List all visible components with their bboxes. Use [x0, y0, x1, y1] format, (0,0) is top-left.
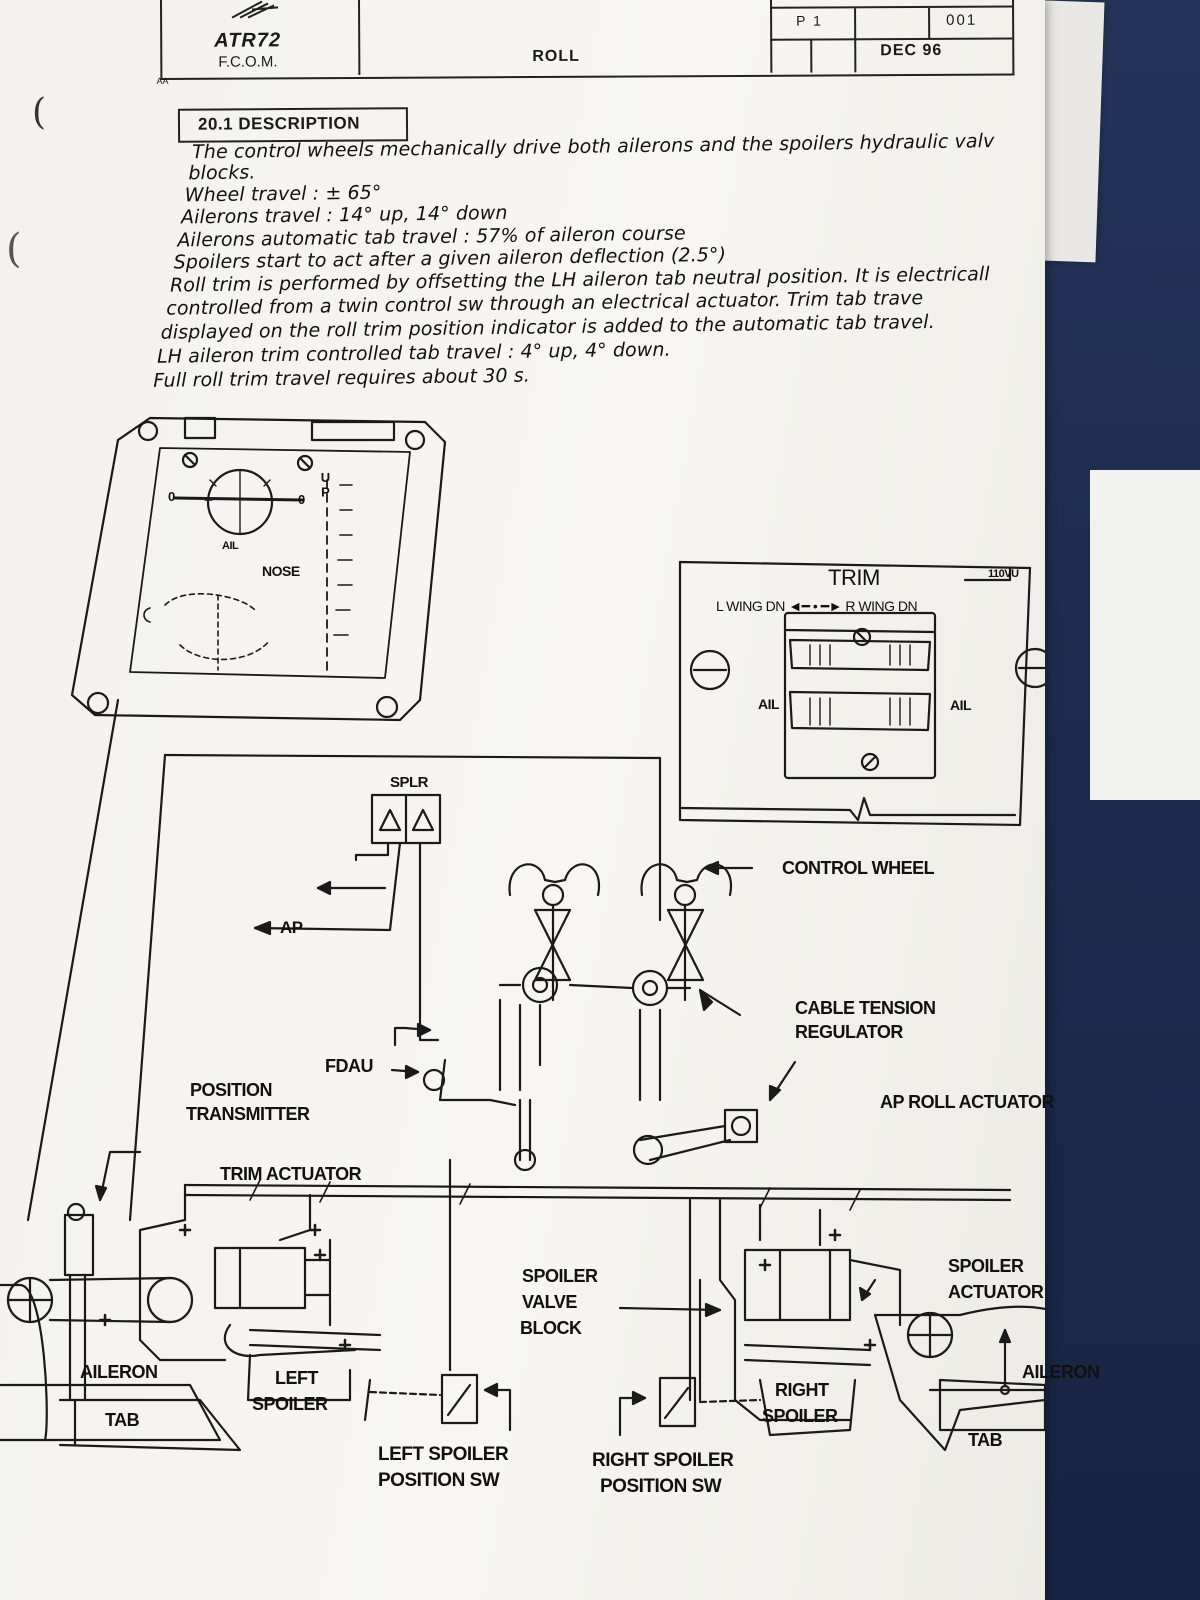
trim-ail-right: AIL	[950, 697, 972, 713]
indicator-zero-left: 0	[168, 489, 175, 504]
left-spoiler-sw-label-1: LEFT SPOILER	[378, 1444, 509, 1465]
blue-backdrop	[1040, 0, 1200, 1600]
trim-direction-legend: L WING DN ◄━ • ━► R WING DN	[716, 598, 918, 614]
header-meta-row-2: DEC 96	[770, 38, 1012, 73]
roll-control-diagram: 0 0 AIL NOSE UP TRIM 110VU L WING DN ◄━ …	[0, 400, 1100, 1600]
spoiler-valve-label-3: BLOCK	[520, 1318, 582, 1338]
left-tab-label: TAB	[105, 1410, 140, 1430]
desc-line: Ailerons travel : 14° up, 14° down	[180, 201, 508, 229]
left-spoiler-label-1: LEFT	[275, 1368, 319, 1388]
page-label-cell: P 1	[770, 8, 857, 39]
spoiler-actuator-label-2: ACTUATOR	[948, 1282, 1044, 1302]
control-wheel-left	[508, 863, 601, 897]
desc-line: blocks.	[188, 161, 256, 185]
right-spoiler-label-1: RIGHT	[775, 1380, 829, 1400]
left-aileron-label: AILERON	[80, 1362, 158, 1382]
cable-tension-label: CABLE TENSION	[795, 998, 936, 1018]
indicator-panel-outline	[70, 416, 447, 722]
trim-panel-code: 110VU	[988, 568, 1019, 580]
position-label: POSITION	[190, 1080, 273, 1100]
underlying-sheet-lower	[1090, 470, 1200, 800]
desc-line: Wheel travel : ± 65°	[184, 181, 382, 207]
right-spoiler-label-2: SPOILER	[762, 1406, 838, 1426]
schematic-lines	[0, 416, 1045, 1452]
margin-mark: (	[6, 226, 22, 272]
control-wheel-label: CONTROL WHEEL	[782, 858, 935, 878]
manual-page: ATR72 F.C.O.M. AA ROLL P 1 001 DEC 96	[0, 0, 1100, 1600]
section-heading-box: 20.1 DESCRIPTION	[177, 107, 409, 143]
header-meta-row-1: P 1 001	[770, 5, 1013, 41]
page-number: 001	[946, 11, 978, 29]
ap-label: AP	[280, 918, 303, 937]
right-tab-label: TAB	[968, 1430, 1003, 1450]
spoiler-valve-label-2: VALVE	[522, 1292, 577, 1312]
header-logo-cell: ATR72 F.C.O.M. AA	[156, 0, 361, 86]
splr-label: SPLR	[390, 774, 429, 791]
header-meta-cell: P 1 001 DEC 96	[770, 0, 1013, 73]
indicator-zero-right: 0	[298, 492, 305, 507]
right-aileron-label: AILERON	[1022, 1362, 1100, 1382]
desc-line: LH aileron trim controlled tab travel : …	[156, 338, 671, 368]
ap-roll-actuator-label: AP ROLL ACTUATOR	[880, 1092, 1055, 1112]
indicator-ail-label: AIL	[222, 540, 239, 552]
trim-panel-outline	[678, 560, 1032, 827]
trim-actuator-label: TRIM ACTUATOR	[220, 1164, 362, 1184]
blank-cell	[810, 38, 857, 73]
spoiler-valve-label-1: SPOILER	[522, 1266, 598, 1286]
logo-name: ATR72	[214, 29, 282, 52]
left-spoiler-label-2: SPOILER	[252, 1394, 328, 1414]
desc-line: Full roll trim travel requires about 30 …	[153, 364, 531, 392]
indicator-cable-left	[26, 698, 120, 1222]
regulator-label: REGULATOR	[795, 1022, 903, 1042]
trim-title: TRIM	[828, 565, 880, 590]
right-spoiler-sw-label-1: RIGHT SPOILER	[592, 1450, 734, 1471]
transmitter-label: TRANSMITTER	[186, 1104, 310, 1124]
blank-cell	[854, 7, 931, 39]
spoiler-actuator-label-1: SPOILER	[948, 1256, 1024, 1276]
blank-cell	[770, 38, 813, 73]
chapter-title: ROLL	[532, 47, 580, 66]
atr-logo-mark-icon	[231, 0, 279, 19]
margin-mark: (	[32, 92, 47, 133]
trim-ail-left: AIL	[758, 696, 780, 712]
header-title-cell: ROLL	[357, 0, 773, 75]
section-heading: 20.1 DESCRIPTION	[197, 113, 361, 134]
logo-tag: AA	[156, 75, 169, 87]
logo-subtitle: F.C.O.M.	[218, 53, 278, 71]
page-label: P 1	[796, 12, 823, 29]
left-spoiler-sw-label-2: POSITION SW	[378, 1470, 500, 1491]
indicator-nose-label: NOSE	[262, 563, 300, 579]
fdau-label: FDAU	[325, 1056, 374, 1076]
control-wheel-right	[640, 863, 733, 897]
indicator-up-label: UP	[318, 470, 333, 499]
right-spoiler-sw-label-2: POSITION SW	[600, 1476, 722, 1497]
revision-date: DEC 96	[880, 41, 943, 60]
page-header: ATR72 F.C.O.M. AA ROLL P 1 001 DEC 96	[156, 0, 1015, 86]
